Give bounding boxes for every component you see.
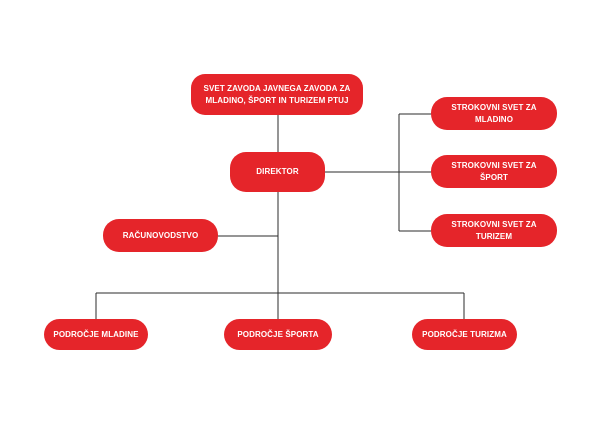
node-council-label: SVET ZAVODA JAVNEGA ZAVODA ZA MLADINO, Š… — [203, 83, 351, 105]
node-area-youth-label: PODROČJE MLADINE — [53, 329, 139, 339]
node-director[interactable]: DIREKTOR — [230, 152, 325, 192]
node-area-tourism[interactable]: PODROČJE TURIZMA — [412, 319, 517, 350]
node-area-tourism-label: PODROČJE TURIZMA — [422, 329, 507, 339]
node-accounting-label: RAČUNOVODSTVO — [122, 230, 199, 240]
node-council[interactable]: SVET ZAVODA JAVNEGA ZAVODA ZA MLADINO, Š… — [191, 74, 363, 115]
node-area-sport[interactable]: PODROČJE ŠPORTA — [224, 319, 332, 350]
node-expert-youth[interactable]: STROKOVNI SVET ZA MLADINO — [431, 97, 557, 130]
node-area-sport-label: PODROČJE ŠPORTA — [237, 329, 319, 339]
node-director-label: DIREKTOR — [256, 167, 299, 176]
node-expert-tourism[interactable]: STROKOVNI SVET ZA TURIZEM — [431, 214, 557, 247]
node-expert-youth-label: STROKOVNI SVET ZA MLADINO — [451, 102, 537, 124]
node-expert-sport-label: STROKOVNI SVET ZA ŠPORT — [451, 160, 537, 182]
node-expert-tourism-label: STROKOVNI SVET ZA TURIZEM — [451, 219, 537, 241]
node-accounting[interactable]: RAČUNOVODSTVO — [103, 219, 218, 252]
node-expert-sport[interactable]: STROKOVNI SVET ZA ŠPORT — [431, 155, 557, 188]
node-area-youth[interactable]: PODROČJE MLADINE — [44, 319, 148, 350]
